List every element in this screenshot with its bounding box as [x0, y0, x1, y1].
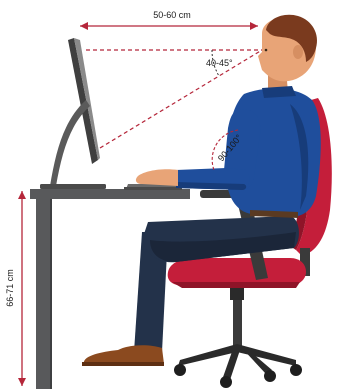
eye-distance-label: 50-60 cm: [153, 10, 191, 20]
monitor: [40, 38, 106, 189]
desk-height-label: 66-71 cm: [5, 269, 15, 307]
eye-distance-measure: 50-60 cm: [80, 10, 258, 30]
gaze-angle-label: 40-45°: [206, 58, 233, 68]
desk-height-measure: 66-71 cm: [5, 191, 26, 386]
